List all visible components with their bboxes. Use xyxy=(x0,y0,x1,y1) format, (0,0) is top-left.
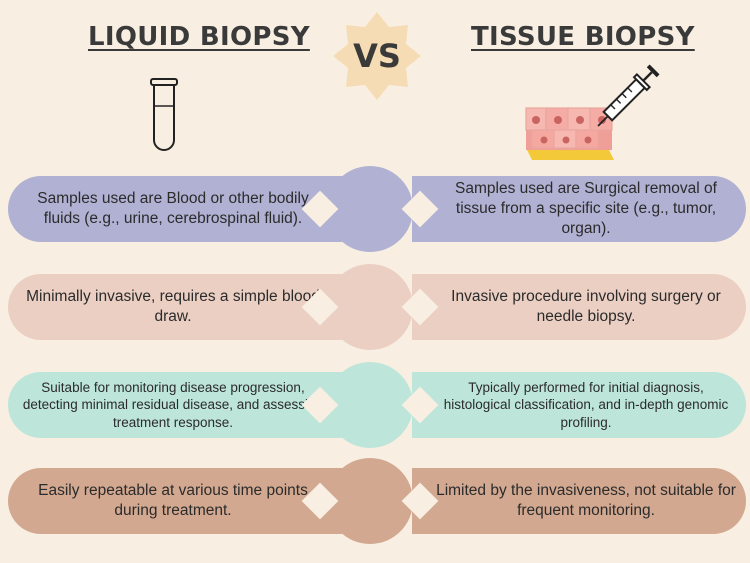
liquid-use-cell: Suitable for monitoring disease progress… xyxy=(8,372,342,438)
liquid-use-text: Suitable for monitoring disease progress… xyxy=(22,380,324,430)
tissue-repeatability-text: Limited by the invasiveness, not suitabl… xyxy=(436,482,736,519)
tissue-use-cell: Typically performed for initial diagnosi… xyxy=(412,372,746,438)
vs-star-badge xyxy=(333,12,421,100)
tissue-use-text: Typically performed for initial diagnosi… xyxy=(443,380,729,430)
tissue-invasiveness-cell: Invasive procedure involving surgery or … xyxy=(412,274,746,340)
row-divider-circle xyxy=(327,458,413,544)
tissue-samples-text: Samples used are Surgical removal of tis… xyxy=(455,180,717,237)
liquid-samples-cell: Samples used are Blood or other bodily f… xyxy=(8,176,342,242)
syringe-tissue-icon xyxy=(525,64,660,160)
tissue-samples-cell: Samples used are Surgical removal of tis… xyxy=(412,176,746,242)
liquid-invasiveness-text: Minimally invasive, requires a simple bl… xyxy=(26,288,320,325)
row-divider-circle xyxy=(327,166,413,252)
tissue-repeatability-cell: Limited by the invasiveness, not suitabl… xyxy=(412,468,746,534)
tissue-biopsy-title: TISSUE BIOPSY xyxy=(471,22,695,52)
row-divider-circle xyxy=(327,362,413,448)
liquid-repeatability-text: Easily repeatable at various time points… xyxy=(38,482,308,519)
test-tube-icon xyxy=(150,78,178,151)
liquid-repeatability-cell: Easily repeatable at various time points… xyxy=(8,468,342,534)
row-divider-circle xyxy=(327,264,413,350)
tissue-invasiveness-text: Invasive procedure involving surgery or … xyxy=(451,288,721,325)
liquid-biopsy-title: LIQUID BIOPSY xyxy=(88,22,310,52)
liquid-samples-text: Samples used are Blood or other bodily f… xyxy=(37,190,309,227)
vs-label: VS xyxy=(353,37,401,75)
liquid-invasiveness-cell: Minimally invasive, requires a simple bl… xyxy=(8,274,342,340)
